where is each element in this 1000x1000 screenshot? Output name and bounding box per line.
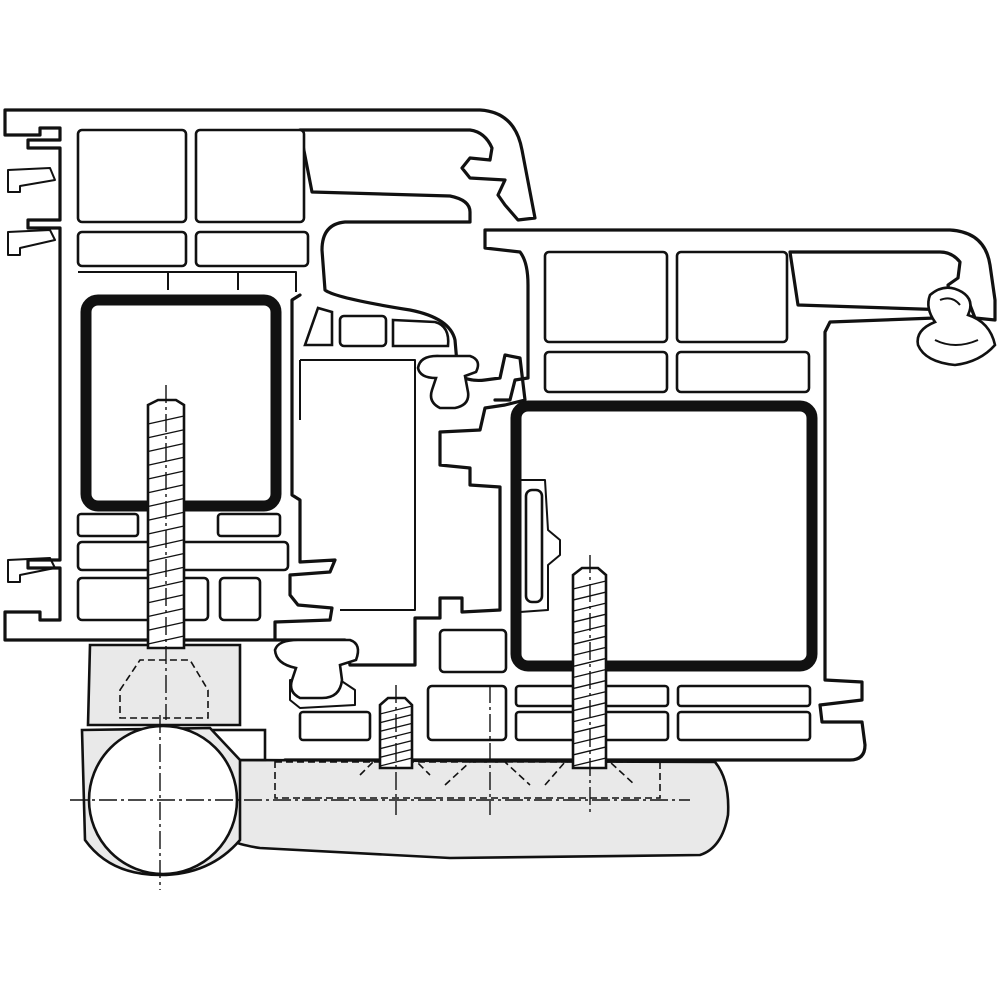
frame-groove-2 bbox=[7, 229, 56, 256]
sash-chamber-6 bbox=[426, 684, 508, 742]
frame-web bbox=[299, 359, 416, 611]
sash-profile bbox=[283, 228, 997, 762]
screw-thread-line bbox=[147, 456, 185, 466]
sash-chamber-4 bbox=[675, 350, 811, 394]
sash-chamber-3 bbox=[543, 350, 669, 394]
sash-outline bbox=[283, 228, 997, 762]
gasket-top-right-inner bbox=[934, 297, 979, 346]
frame-chamber-11 bbox=[338, 314, 388, 348]
frame-chamber-10 bbox=[303, 306, 334, 347]
sash-chamber-5 bbox=[438, 628, 508, 674]
frame-screw-hidden-head bbox=[119, 659, 209, 719]
sash-screw-hidden-heads bbox=[359, 759, 636, 786]
frame-chamber-4 bbox=[194, 230, 310, 268]
frame-chamber-6 bbox=[216, 512, 282, 538]
screw-thread-line bbox=[572, 724, 607, 734]
sash-chamber-10 bbox=[676, 710, 812, 742]
centre-lines bbox=[70, 385, 690, 890]
screw-thread-line bbox=[147, 580, 185, 590]
sash-inner-web bbox=[519, 479, 561, 613]
hinge-bracket bbox=[86, 643, 242, 727]
gaskets bbox=[273, 286, 997, 700]
frame-chamber-1 bbox=[76, 128, 188, 224]
screw-thread-line bbox=[572, 657, 607, 668]
sash-chamber-8 bbox=[676, 684, 812, 708]
hinge-hidden-base bbox=[274, 761, 661, 799]
sash-chamber-11 bbox=[298, 710, 372, 742]
frame-chamber-2 bbox=[194, 128, 306, 224]
frame-groove-3 bbox=[7, 557, 56, 583]
screw-thread-line bbox=[572, 746, 607, 756]
frame-outline bbox=[3, 108, 537, 667]
frame-chamber-9 bbox=[218, 576, 262, 622]
screw-thread-line bbox=[572, 635, 607, 645]
frame-chamber-rib bbox=[78, 271, 297, 292]
hinge-leaf bbox=[228, 758, 730, 860]
frame-chamber-12 bbox=[391, 318, 450, 348]
sash-chamber-2 bbox=[675, 250, 789, 344]
sash-screw-small bbox=[378, 696, 414, 770]
gasket-bottom bbox=[273, 638, 360, 700]
screw-thread-line bbox=[379, 757, 413, 767]
screw-thread-line bbox=[147, 552, 185, 563]
frame-chamber-8 bbox=[76, 576, 210, 622]
gasket-top-right bbox=[916, 286, 997, 367]
frame-groove-1 bbox=[7, 167, 56, 193]
gasket-middle bbox=[416, 354, 480, 410]
frame-chamber-3 bbox=[76, 230, 188, 268]
screw-thread-line bbox=[147, 429, 185, 439]
sash-steel-reinforcement bbox=[510, 400, 818, 672]
sash-slot bbox=[524, 488, 544, 604]
frame-chamber-5 bbox=[76, 512, 140, 538]
sash-chamber-1 bbox=[543, 250, 669, 344]
